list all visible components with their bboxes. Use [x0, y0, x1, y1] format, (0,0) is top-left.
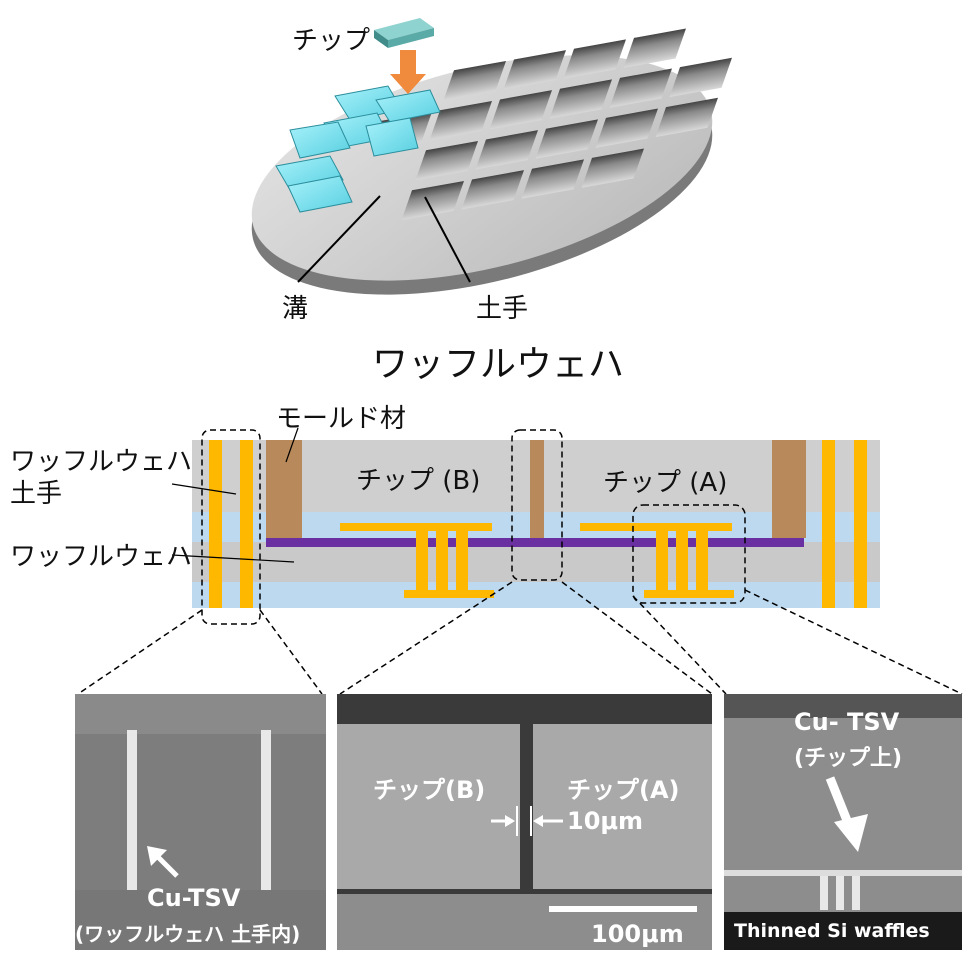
chip-a-tsv-structure — [580, 523, 734, 598]
right-caption-line2: (チップ上) — [794, 746, 903, 771]
cross-section-diagram — [77, 427, 963, 695]
photo-chip-gap: チップ(B) チップ(A) 10μm 100μm — [337, 694, 712, 950]
photo-chip-tsv: Cu- TSV (チップ上) Thinned Si waffles — [724, 694, 962, 950]
bank-label-line2: 土手 — [10, 479, 63, 509]
chip-b-region — [337, 724, 520, 889]
photo-chip-a-label: チップ(A) — [567, 776, 680, 804]
placement-arrow — [390, 50, 426, 94]
photo-bank-tsv: Cu-TSV (ワッフルウェハ 土手内) — [75, 694, 326, 950]
chip-label: チップ — [292, 26, 371, 56]
photo-chip-b-label: チップ(B) — [373, 776, 486, 804]
gap-width-label: 10μm — [567, 807, 644, 835]
incoming-chip — [374, 18, 434, 48]
highlight-gap — [511, 429, 563, 581]
bank-tsv — [240, 440, 253, 608]
mold-block-center — [530, 440, 544, 538]
placed-chips — [275, 85, 441, 213]
bank-label-line1: ワッフルウェハ — [10, 447, 193, 477]
tsv-pillar — [836, 876, 844, 910]
bank-tsv — [209, 440, 222, 608]
bank-label-cross: ワッフルウェハ 土手 — [10, 446, 192, 510]
wafer-title: ワッフルウェハ — [372, 344, 625, 385]
tsv-pillar — [261, 730, 271, 890]
chip-a-region — [533, 724, 712, 889]
bank-tsv — [854, 440, 867, 608]
highlight-bank — [201, 429, 261, 625]
arrow-icon — [825, 776, 868, 852]
bank-label: 土手 — [476, 294, 529, 324]
tsv-pillar — [127, 730, 137, 890]
right-footer: Thinned Si waffles — [734, 920, 930, 942]
wafer-label-cross: ワッフルウェハ — [10, 542, 193, 572]
highlight-chip-tsv — [632, 504, 746, 604]
scale-label: 100μm — [591, 920, 684, 948]
gap-arrows-icon — [491, 806, 563, 836]
left-caption-line1: Cu-TSV — [147, 884, 241, 912]
bank-tsv — [822, 440, 835, 608]
arrow-icon — [147, 846, 179, 878]
chip-b-label: チップ (B) — [356, 466, 481, 496]
waffle-wafer-illustration — [251, 18, 732, 295]
redistribution-line — [266, 538, 804, 547]
tsv-pillar — [820, 876, 828, 910]
lower-layer — [192, 582, 880, 608]
trench-label: 溝 — [282, 294, 309, 324]
chip-b-tsv-structure — [340, 523, 494, 598]
mold-block-right — [772, 440, 806, 538]
tsv-pillar — [852, 876, 860, 910]
mold-label: モールド材 — [276, 404, 407, 434]
mold-block-left — [266, 440, 302, 538]
chip-a-label: チップ (A) — [603, 468, 728, 498]
left-caption-line2: (ワッフルウェハ 土手内) — [75, 922, 301, 946]
wafer-layer — [192, 542, 880, 582]
scale-bar — [549, 906, 697, 912]
right-caption-line1: Cu- TSV — [794, 708, 900, 736]
